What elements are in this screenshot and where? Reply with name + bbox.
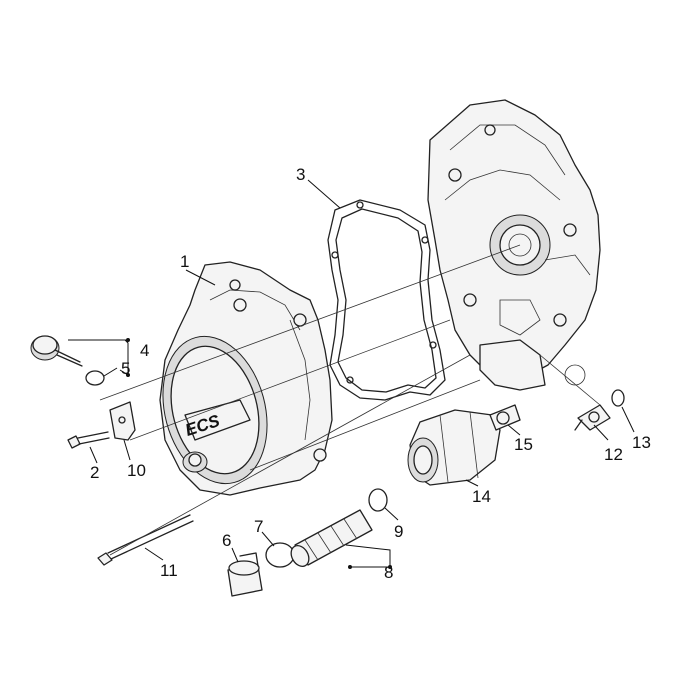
- crankcase: [427, 99, 601, 391]
- o-ring-strainer: [368, 488, 388, 512]
- callout-leaders: [68, 179, 635, 568]
- callout-7: 7: [254, 517, 263, 536]
- callout-4: 4: [140, 341, 149, 360]
- callout-15: 15: [514, 435, 533, 454]
- callout-labels: 1 2 3 4 5 6 7 8 9 10 11 12 13 14 15: [90, 165, 651, 582]
- flywheel-cover: ECS: [159, 261, 333, 496]
- callout-12: 12: [604, 445, 623, 464]
- callout-14: 14: [472, 487, 491, 506]
- callout-dots: [126, 338, 392, 569]
- o-ring-plug: [265, 542, 295, 568]
- cover-gasket: [327, 199, 446, 401]
- oil-pressure-sensor: [574, 404, 611, 431]
- oil-strainer: [290, 509, 373, 567]
- bolt-long: [97, 514, 194, 566]
- drain-plug: [227, 552, 263, 597]
- oil-filter: [407, 409, 501, 486]
- callout-1: 1: [180, 252, 189, 271]
- oil-dipstick: [30, 335, 83, 367]
- bracket: [109, 401, 136, 441]
- callout-6: 6: [222, 531, 231, 550]
- o-ring-dipstick: [85, 370, 105, 386]
- bolt-short: [67, 431, 110, 449]
- callout-11: 11: [160, 561, 178, 580]
- sensor-washer: [611, 389, 625, 407]
- callout-3: 3: [296, 165, 305, 184]
- callout-10: 10: [127, 461, 146, 480]
- callout-13: 13: [632, 433, 651, 452]
- callout-2: 2: [90, 463, 99, 482]
- callout-9: 9: [394, 522, 403, 541]
- callout-5: 5: [121, 359, 130, 378]
- callout-8: 8: [384, 563, 393, 582]
- assembly-axis-lines: [99, 244, 601, 556]
- oil-fitting: [489, 404, 521, 431]
